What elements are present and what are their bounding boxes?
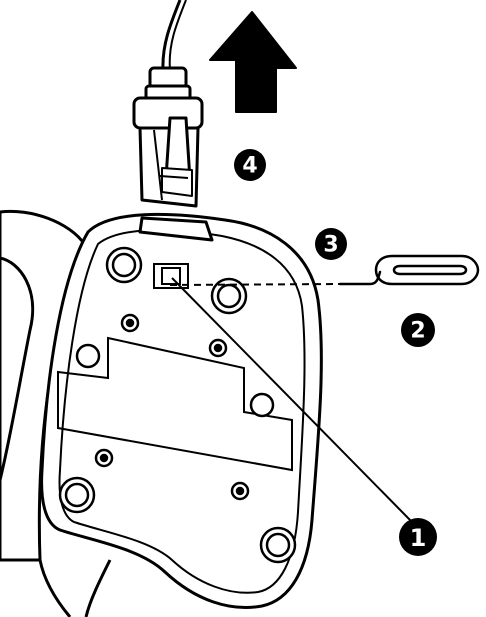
callout-2-label: 2 (410, 319, 425, 344)
callout-3-label: 3 (323, 233, 338, 258)
pin-loop-outer (374, 254, 480, 286)
screw-1 (120, 313, 140, 333)
device-plate-inner (58, 229, 306, 594)
cable-plug-icon (132, 0, 204, 208)
screw-2 (208, 338, 228, 358)
insertion-guide (169, 283, 341, 286)
screw-3 (94, 448, 114, 468)
label-recess (57, 336, 293, 472)
foot-bottom-left (58, 476, 96, 514)
callout-2: 2 (401, 313, 435, 347)
cable (161, 0, 182, 71)
device-lower-body (38, 559, 72, 617)
pin-wire (338, 270, 382, 286)
device-side-edge (0, 256, 35, 481)
leader-line-1 (171, 277, 413, 523)
foot-top-right (210, 277, 248, 315)
callout-3: 3 (315, 228, 347, 260)
cable-inner (168, 0, 187, 71)
hole-mid-left (75, 343, 101, 369)
callout-1: 1 (399, 518, 437, 556)
callout-4: 4 (234, 149, 266, 181)
foot-top-left (105, 246, 143, 284)
port-housing (138, 216, 214, 242)
device-lower-curve (84, 559, 112, 617)
screw-4 (230, 481, 250, 501)
pin-loop-inner (392, 264, 468, 276)
callout-1-label: 1 (410, 524, 427, 552)
up-arrow-icon (209, 11, 297, 113)
device-housing (0, 209, 323, 617)
callout-4-label: 4 (242, 154, 257, 179)
foot-bottom-right (259, 526, 297, 564)
reset-pin-icon (338, 254, 480, 286)
hole-mid-right (249, 392, 275, 418)
mounting-holes (58, 246, 297, 564)
device-base-plate (40, 212, 323, 609)
